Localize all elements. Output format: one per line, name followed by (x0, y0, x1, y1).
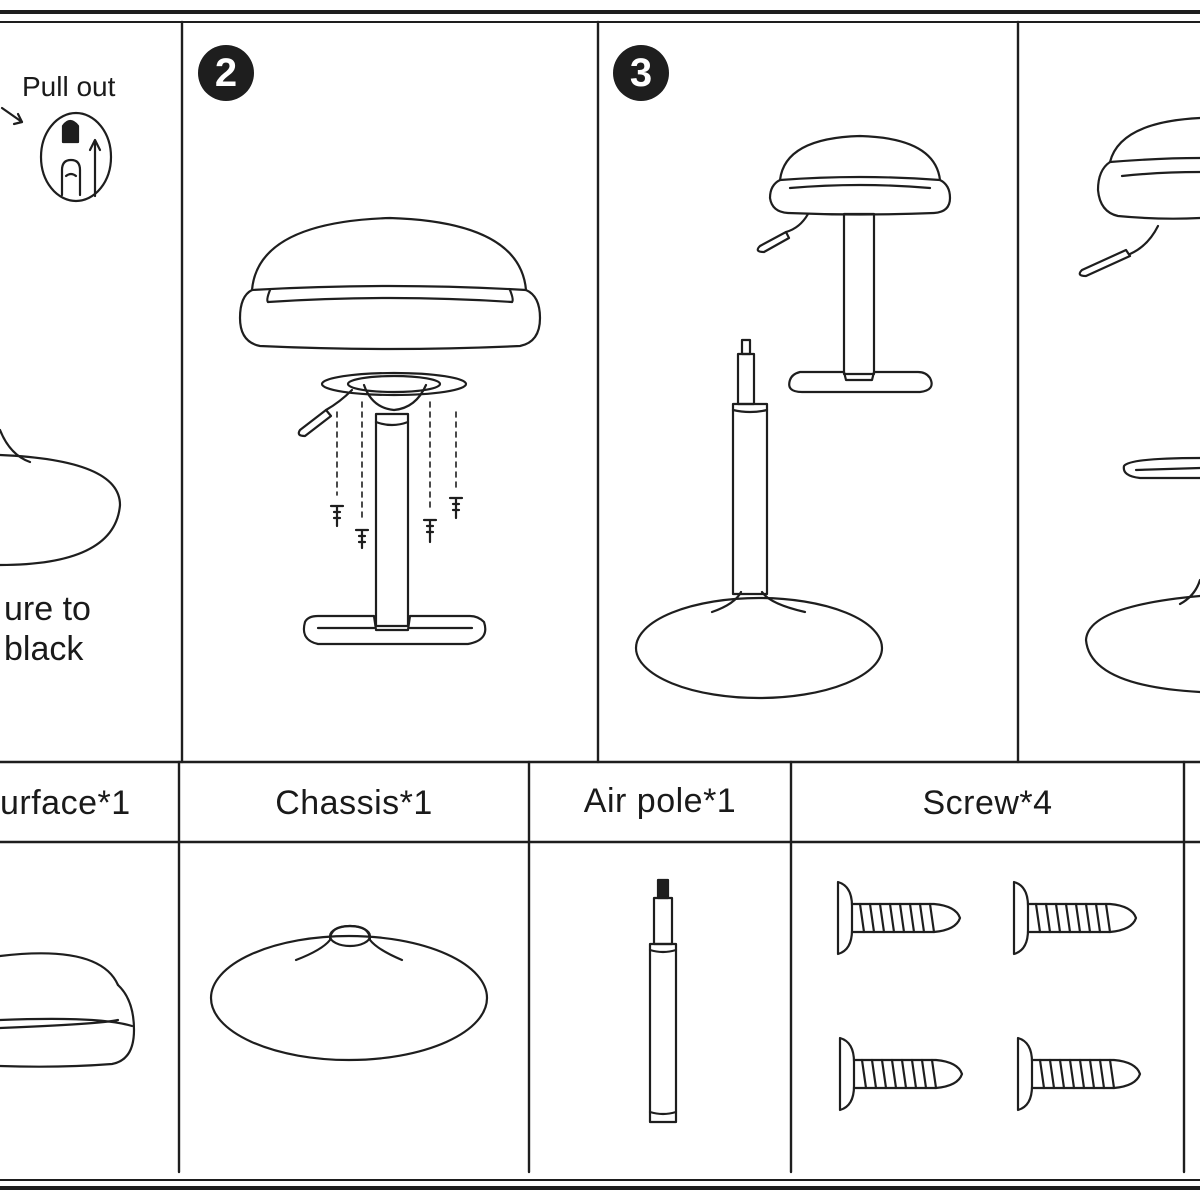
step2-illustration (238, 216, 542, 646)
step1-cap-icon (61, 119, 80, 144)
part-label-air-pole: Air pole*1 (583, 782, 737, 820)
screw-icon (1016, 1036, 1142, 1112)
step2-lever (324, 388, 354, 412)
screw-icon (836, 880, 962, 956)
step-2-number: 2 (198, 45, 254, 101)
step3-seat (778, 134, 942, 182)
step1-finger-icon (60, 158, 82, 197)
panel-grid (0, 20, 1200, 1174)
step4-seat (1108, 116, 1200, 164)
outer-frame (0, 10, 1200, 1190)
step3-foot-ring (788, 370, 933, 394)
step2-mount-plate (320, 371, 468, 397)
step2-foot-ring (302, 614, 487, 646)
step4-foot-ring (1122, 456, 1200, 480)
step-3-number: 3 (613, 45, 669, 101)
step1-note-line1: ure to (4, 590, 91, 628)
step2-screws (329, 496, 464, 550)
step3-air-pole-tip (740, 338, 752, 356)
part-screws (836, 880, 1142, 1112)
part-label-screw: Screw*4 (922, 784, 1053, 822)
step1-callout-label: Pull out (22, 71, 116, 102)
part-label-seat-surface: urface*1 (0, 784, 131, 822)
step4-base (1084, 594, 1200, 694)
part-chassis (209, 924, 489, 1062)
screw-icon (1012, 880, 1138, 956)
part-label-chassis: Chassis*1 (275, 784, 433, 822)
step3-air-pole (731, 402, 769, 596)
step3-illustration (634, 134, 952, 700)
step3-lever (784, 212, 810, 234)
step1-base (0, 453, 122, 567)
step2-seat (250, 216, 528, 292)
part-seat-surface (0, 952, 136, 1068)
screw-icon (838, 1036, 964, 1112)
step1-pointer-arrow (0, 106, 24, 124)
step4-illustration (1078, 116, 1200, 694)
step3-pole-housing (842, 212, 876, 376)
step1-note-line2: black (4, 630, 84, 668)
step4-lever (1128, 224, 1160, 256)
part-air-pole (648, 878, 678, 1124)
step3-base (634, 596, 884, 700)
step1-callout-circle (39, 111, 113, 203)
step2-pole (374, 412, 410, 628)
step1-illustration (0, 106, 122, 567)
